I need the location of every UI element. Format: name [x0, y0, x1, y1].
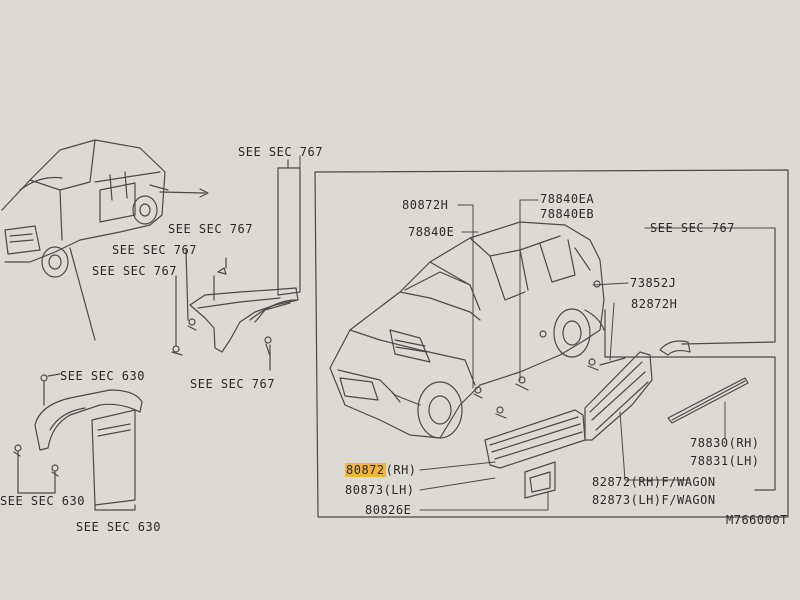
part-label-82873-f-wagon: 82873(LH)F/WAGON	[592, 493, 716, 507]
side-sill-moldings	[484, 340, 691, 499]
part-label-78840e: 78840E	[408, 225, 455, 239]
part-label-80872: 80872(RH)	[345, 463, 417, 477]
part-label-78831: 78831(LH)	[690, 454, 760, 468]
part-label-82872-f-wagon: 82872(RH)F/WAGON	[592, 475, 716, 489]
trim-strip-long	[667, 377, 749, 424]
part-label-82872h: 82872H	[631, 297, 678, 311]
fender-flare-front-left	[171, 159, 301, 371]
leader-lines	[299, 155, 776, 511]
label-see-sec-767-top: SEE SEC 767	[238, 145, 323, 159]
overview-vehicle	[1, 139, 209, 341]
part-label-78840ea: 78840EA	[540, 192, 595, 206]
part-label-80872-side: (RH)	[385, 463, 417, 477]
part-label-78830: 78830(RH)	[690, 436, 760, 450]
label-see-sec-630-b: SEE SEC 630	[0, 494, 85, 508]
label-see-sec-767-d: SEE SEC 767	[190, 377, 275, 391]
figure-code: M766000T	[726, 513, 788, 527]
label-see-sec-630-a: SEE SEC 630	[60, 369, 145, 383]
main-vehicle	[329, 221, 605, 439]
highlight-80872: 80872	[345, 463, 386, 477]
part-label-80826e: 80826E	[365, 503, 412, 517]
main-frame	[314, 169, 789, 518]
part-label-80872h: 80872H	[402, 198, 449, 212]
label-see-sec-630-c: SEE SEC 630	[76, 520, 161, 534]
label-see-sec-767-a: SEE SEC 767	[168, 222, 253, 236]
part-label-73852j: 73852J	[630, 276, 677, 290]
wheel-arch-left	[13, 373, 143, 511]
label-see-sec-767-b: SEE SEC 767	[112, 243, 197, 257]
part-label-80873: 80873(LH)	[345, 483, 415, 497]
label-see-sec-767-c: SEE SEC 767	[92, 264, 177, 278]
label-see-sec-767-box: SEE SEC 767	[650, 221, 735, 235]
part-label-78840eb: 78840EB	[540, 207, 595, 221]
